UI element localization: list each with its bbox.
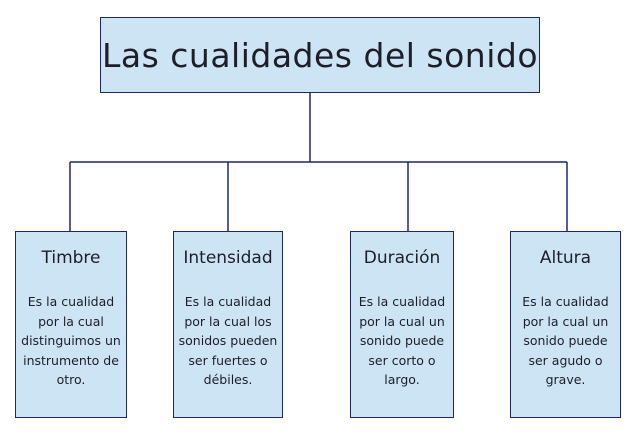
quality-box-altura: Altura Es la cualidad por la cual un son… <box>510 231 621 418</box>
quality-description: Es la cualidad por la cual distinguimos … <box>21 294 121 387</box>
quality-description: Es la cualidad por la cual un sonido pue… <box>358 294 446 387</box>
quality-title: Intensidad <box>183 248 273 268</box>
quality-box-duracion: Duración Es la cualidad por la cual un s… <box>350 231 454 418</box>
quality-title: Timbre <box>41 248 101 268</box>
quality-box-intensidad: Intensidad Es la cualidad por la cual lo… <box>173 231 283 418</box>
quality-title: Altura <box>539 248 592 268</box>
quality-box-timbre: Timbre Es la cualidad por la cual distin… <box>15 231 127 418</box>
quality-title: Duración <box>363 248 441 268</box>
diagram-title: Las cualidades del sonido <box>101 35 539 75</box>
quality-description: Es la cualidad por la cual los sonidos p… <box>178 294 278 387</box>
quality-description: Es la cualidad por la cual un sonido pue… <box>522 294 609 387</box>
root-concept-box: Las cualidades del sonido <box>100 17 540 93</box>
